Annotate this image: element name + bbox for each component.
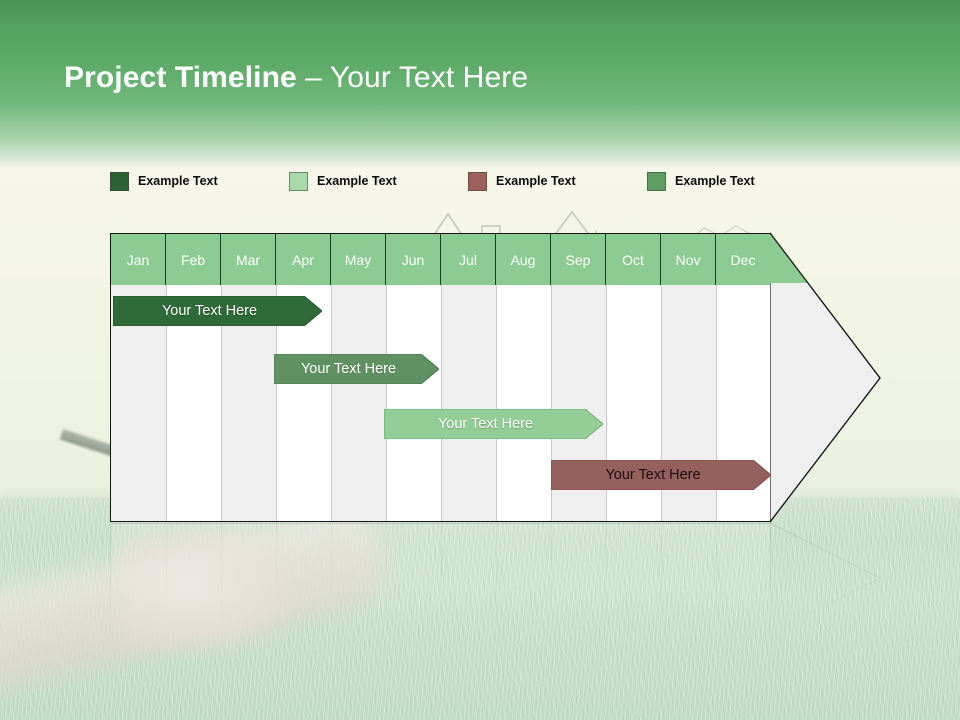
month-label-oct: Oct bbox=[622, 251, 644, 268]
month-header-may[interactable]: May bbox=[331, 234, 386, 285]
timeline-arrow-point bbox=[769, 231, 882, 524]
month-label-jun: Jun bbox=[401, 251, 425, 268]
month-label-apr: Apr bbox=[292, 251, 314, 268]
grid-line-10 bbox=[661, 234, 662, 521]
reflection-line-1 bbox=[166, 524, 167, 633]
reflection-line-2 bbox=[221, 524, 222, 633]
legend-label-1: Example Text bbox=[138, 174, 218, 188]
page-title-light: Your Text Here bbox=[329, 61, 529, 94]
page-title-strong: Project Timeline bbox=[64, 61, 297, 94]
task-bar-1-shape bbox=[113, 296, 322, 326]
grid-line-6 bbox=[441, 234, 442, 521]
timeline-chart: Jan Feb Mar Apr May Jun Jul Aug Sep Oct … bbox=[110, 231, 882, 524]
legend-swatch-icon-3 bbox=[468, 172, 487, 191]
page-title: Project Timeline – Your Text Here bbox=[64, 61, 528, 95]
reflection-line-8 bbox=[551, 524, 552, 633]
month-label-may: May bbox=[344, 251, 372, 268]
month-label-nov: Nov bbox=[675, 251, 701, 268]
task-bar-4-shape bbox=[551, 460, 771, 490]
month-label-feb: Feb bbox=[180, 251, 206, 268]
task-bar-4-label: Your Text Here bbox=[605, 467, 701, 483]
legend-swatch-icon-1 bbox=[110, 172, 129, 191]
reflection-line-3 bbox=[276, 524, 277, 633]
reflection-line-4 bbox=[331, 524, 332, 633]
month-header-jun[interactable]: Jun bbox=[386, 234, 441, 285]
legend-label-2: Example Text bbox=[317, 174, 397, 188]
reflection-line-9 bbox=[606, 524, 607, 633]
legend-label-4: Example Text bbox=[675, 174, 755, 188]
reflection-line-7 bbox=[496, 524, 497, 633]
legend-swatch-icon-2 bbox=[289, 172, 308, 191]
reflection-line-6 bbox=[441, 524, 442, 633]
grid-line-7 bbox=[496, 234, 497, 521]
month-label-jul: Jul bbox=[459, 251, 477, 268]
page-title-separator: – bbox=[296, 61, 330, 94]
legend-label-3: Example Text bbox=[496, 174, 576, 188]
task-bar-2-label: Your Text Here bbox=[300, 361, 397, 377]
legend-swatch-icon-4 bbox=[647, 172, 666, 191]
month-label-jan: Jan bbox=[126, 251, 150, 268]
month-header-apr[interactable]: Apr bbox=[276, 234, 331, 285]
reflection-line-11 bbox=[716, 524, 717, 633]
chart-reflection bbox=[110, 523, 885, 633]
task-bar-1[interactable]: Your Text Here bbox=[113, 296, 322, 326]
grid-line-1 bbox=[166, 234, 167, 521]
month-label-aug: Aug bbox=[510, 251, 536, 268]
month-header-jan[interactable]: Jan bbox=[111, 234, 166, 285]
task-bar-2-shape bbox=[274, 354, 439, 384]
hand-blur bbox=[120, 528, 290, 648]
reflection-body bbox=[110, 523, 771, 633]
month-header-aug[interactable]: Aug bbox=[496, 234, 551, 285]
month-label-sep: Sep bbox=[565, 251, 591, 268]
task-bar-3[interactable]: Your Text Here bbox=[384, 409, 603, 439]
month-header-sep[interactable]: Sep bbox=[551, 234, 606, 285]
month-label-mar: Mar bbox=[235, 251, 261, 268]
month-header-nov[interactable]: Nov bbox=[661, 234, 716, 285]
month-header-jul[interactable]: Jul bbox=[441, 234, 496, 285]
reflection-arrow-point bbox=[770, 523, 882, 633]
grid-line-8 bbox=[551, 234, 552, 521]
task-bar-2[interactable]: Your Text Here bbox=[274, 354, 439, 384]
grid-line-11 bbox=[716, 234, 717, 521]
month-label-dec: Dec bbox=[730, 251, 756, 268]
title-banner bbox=[0, 0, 960, 168]
month-header-mar[interactable]: Mar bbox=[221, 234, 276, 285]
task-bar-4[interactable]: Your Text Here bbox=[551, 460, 771, 490]
month-header-oct[interactable]: Oct bbox=[606, 234, 661, 285]
month-header-dec[interactable]: Dec bbox=[716, 234, 771, 285]
reflection-line-10 bbox=[661, 524, 662, 633]
reflection-line-5 bbox=[386, 524, 387, 633]
task-bar-3-label: Your Text Here bbox=[437, 416, 534, 432]
grid-line-2 bbox=[221, 234, 222, 521]
month-header-feb[interactable]: Feb bbox=[166, 234, 221, 285]
task-bar-1-label: Your Text Here bbox=[161, 303, 258, 319]
task-bar-3-shape bbox=[384, 409, 603, 439]
legend: Example Text Example Text Example Text E… bbox=[110, 170, 810, 194]
grid-line-9 bbox=[606, 234, 607, 521]
